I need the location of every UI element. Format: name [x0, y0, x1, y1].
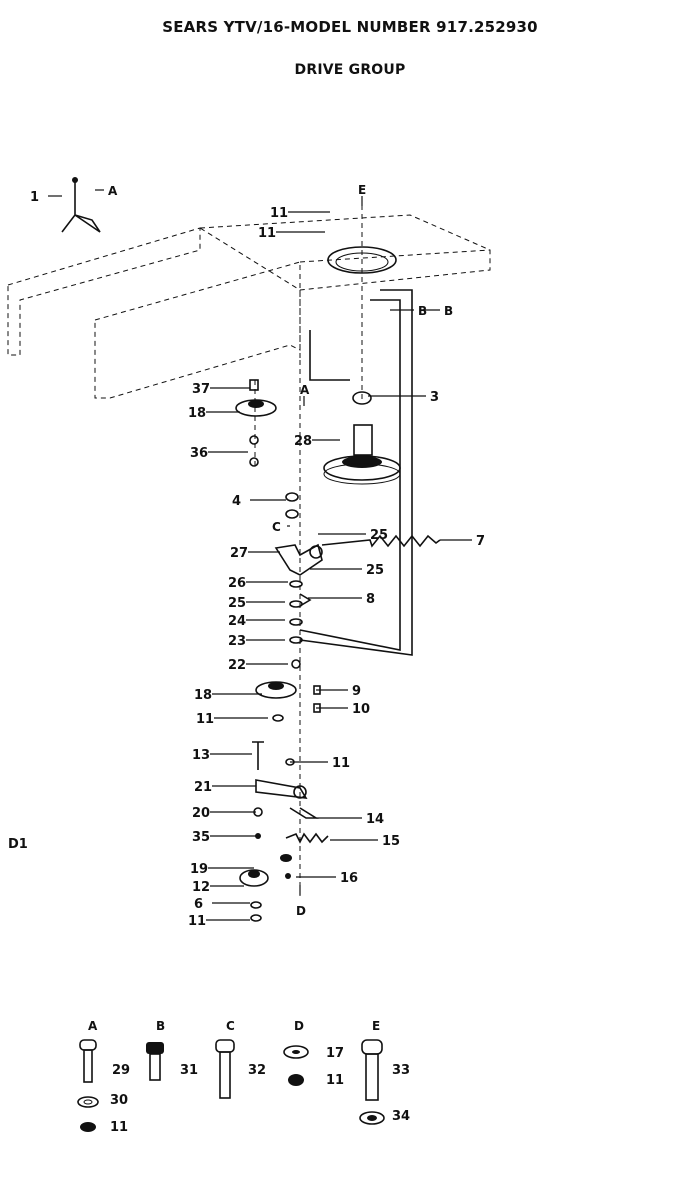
callout-label: 18 — [188, 406, 206, 421]
callout-label: 10 — [352, 702, 370, 717]
idler-arm-27 — [274, 543, 323, 576]
callout-label: 20 — [192, 806, 210, 821]
hardware-A — [77, 1039, 99, 1132]
callout-label: 9 — [352, 684, 361, 699]
hardware-label: 30 — [110, 1093, 128, 1108]
callout-label: 21 — [194, 780, 212, 795]
hardware-C — [215, 1039, 235, 1099]
hardware-key — [77, 1039, 385, 1132]
hardware-label: 33 — [392, 1063, 410, 1078]
hardware-label: 17 — [326, 1046, 344, 1061]
control-rods — [299, 289, 413, 656]
callout-label: 36 — [190, 446, 208, 461]
washers-4 — [285, 492, 299, 519]
drive-pulley-28 — [323, 391, 401, 485]
hardware-E — [359, 1039, 385, 1125]
callout-label: B — [444, 304, 453, 318]
callout-label: A — [300, 383, 310, 397]
callout-label: 19 — [190, 862, 208, 877]
spring-7 — [321, 534, 441, 548]
callout-label: 1 — [30, 190, 39, 205]
callout-label: 35 — [192, 830, 210, 845]
lower-linkage — [239, 741, 329, 922]
callout-label: 22 — [228, 658, 246, 673]
diagram-title: SEARS YTV/16-MODEL NUMBER 917.252930 — [162, 18, 538, 36]
hardware-B — [146, 1042, 164, 1081]
hardware-label-group: A 29 30 11 B 31 C 32 D 17 11 E 33 34 — [88, 1019, 410, 1135]
callout-label: 11 — [188, 914, 206, 929]
hardware-label: 32 — [248, 1063, 266, 1078]
idler-pulley-18-lower — [255, 681, 321, 722]
hardware-label: 31 — [180, 1063, 198, 1078]
hardware-label: B — [156, 1019, 165, 1033]
callout-label: 26 — [228, 576, 246, 591]
callout-label: 11 — [196, 712, 214, 727]
callout-label: 25 — [366, 563, 384, 578]
callout-label: 15 — [382, 834, 400, 849]
margin-note: D1 — [8, 837, 28, 852]
hardware-label: 11 — [110, 1120, 128, 1135]
callout-label: C — [272, 520, 281, 534]
stacked-hardware — [289, 580, 312, 669]
hardware-label: C — [226, 1019, 235, 1033]
callout-label: B — [418, 304, 427, 318]
callout-label: 25 — [370, 528, 388, 543]
callout-label: 27 — [230, 546, 248, 561]
callout-label: 18 — [194, 688, 212, 703]
callout-label: 3 — [430, 390, 439, 405]
hardware-label: 34 — [392, 1109, 410, 1124]
callout-label: 7 — [476, 534, 485, 549]
hardware-label: 11 — [326, 1073, 344, 1088]
hardware-label: D — [294, 1019, 304, 1033]
callout-label: E — [358, 183, 366, 197]
callout-label: 4 — [232, 494, 241, 509]
diagram-subtitle: DRIVE GROUP — [294, 62, 406, 78]
callout-label: 13 — [192, 748, 210, 763]
callout-label: 28 — [294, 434, 312, 449]
callout-label: 16 — [340, 871, 358, 886]
callout-label: 12 — [192, 880, 210, 895]
callout-label: 11 — [332, 756, 350, 771]
hardware-label: A — [88, 1019, 98, 1033]
idler-pulley-18-upper — [235, 379, 277, 467]
callout-label: 11 — [270, 206, 288, 221]
callout-label: 24 — [228, 614, 246, 629]
hardware-label: 29 — [112, 1063, 130, 1078]
callout-label: 37 — [192, 382, 210, 397]
callout-label: 11 — [258, 226, 276, 241]
hardware-label: E — [372, 1019, 380, 1033]
callout-label: D — [296, 904, 306, 918]
callout-label: 8 — [366, 592, 375, 607]
callout-label: 6 — [194, 897, 203, 912]
part-1-bracket — [61, 177, 101, 233]
callout-label: 14 — [366, 812, 384, 827]
callout-label: A — [108, 184, 118, 198]
callout-label: 23 — [228, 634, 246, 649]
hardware-D — [283, 1045, 309, 1086]
chassis-frame — [7, 214, 491, 399]
callout-label: 25 — [228, 596, 246, 611]
